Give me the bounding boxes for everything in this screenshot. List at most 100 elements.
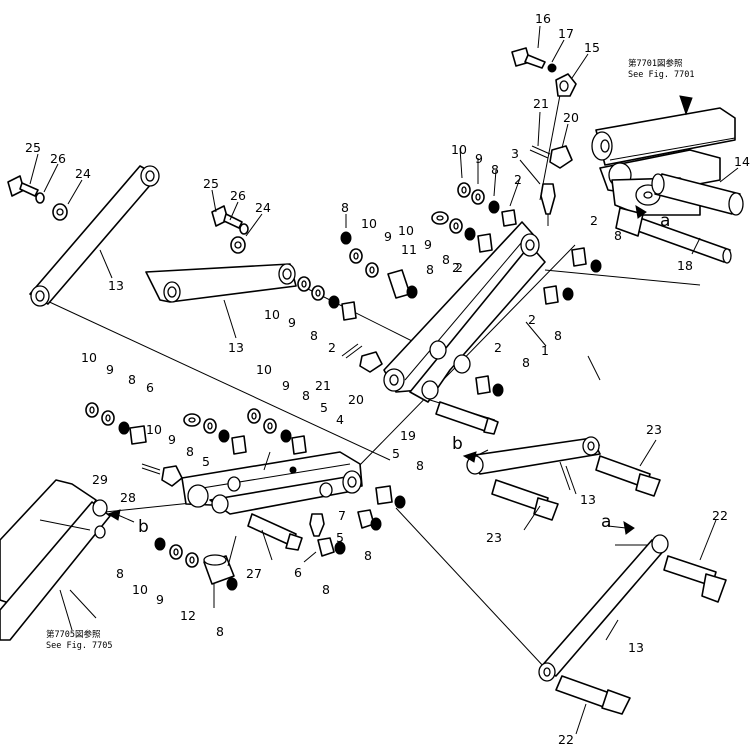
- callout-9-b: 9: [384, 229, 392, 244]
- callout-6-a: 6: [146, 380, 154, 395]
- callout-2-a: 2: [514, 172, 522, 187]
- link-1: [383, 221, 546, 403]
- callout-8-g: 8: [522, 355, 530, 370]
- bolt-16: [511, 47, 557, 73]
- callout-13-b: 13: [228, 340, 244, 355]
- callout-8-p: 8: [216, 624, 224, 639]
- grease-fitting-7: [309, 513, 325, 537]
- callout-8-i: 8: [128, 372, 136, 387]
- pin-14: [651, 173, 744, 216]
- letter-a-top: a: [660, 211, 670, 231]
- direction-arrows: [106, 95, 693, 535]
- callout-21-top: 21: [533, 96, 549, 111]
- callout-8-n: 8: [364, 548, 372, 563]
- callout-10-d: 10: [264, 307, 280, 322]
- bushing-12: [203, 554, 235, 585]
- link-13-middle: [145, 263, 297, 303]
- callout-20-mid: 20: [348, 392, 364, 407]
- callout-27: 27: [246, 566, 262, 581]
- callout-14: 14: [734, 154, 750, 169]
- letter-b-left: b: [138, 517, 149, 537]
- callout-2-e: 2: [328, 340, 336, 355]
- pin-22-lower: [555, 675, 631, 715]
- callout-25-a: 25: [25, 140, 41, 155]
- callout-8-e: 8: [554, 328, 562, 343]
- callout-22-b: 22: [558, 732, 574, 746]
- cotter-pin-29: [141, 463, 161, 475]
- callout-8-f: 8: [310, 328, 318, 343]
- ref-bottom-jp: 第7705図参照: [46, 629, 101, 640]
- boom-arm-lower: [0, 479, 111, 641]
- callout-26-b: 26: [230, 188, 246, 203]
- callout-10-a: 10: [451, 142, 467, 157]
- pin-23-lower: [491, 479, 559, 521]
- callout-numbers: 16 17 15 21 20 3 14 2 10 9 8 2 8 10 9 11…: [25, 11, 750, 746]
- pin-18: [615, 207, 732, 264]
- callout-10-e: 10: [81, 350, 97, 365]
- callout-9-f: 9: [282, 378, 290, 393]
- callout-2-g: 2: [452, 260, 460, 275]
- callout-20-top: 20: [563, 110, 579, 125]
- callout-2-b: 2: [590, 213, 598, 228]
- callout-10-b: 10: [361, 216, 377, 231]
- ref-top-en: See Fig. 7701: [628, 70, 695, 80]
- callout-6-b: 6: [294, 565, 302, 580]
- callout-10-g: 10: [146, 422, 162, 437]
- small-parts: [85, 182, 602, 591]
- callout-26-a: 26: [50, 151, 66, 166]
- leader-lines: [29, 25, 739, 735]
- callout-8-m: 8: [116, 566, 124, 581]
- callout-8-b: 8: [614, 228, 622, 243]
- callout-9-h: 9: [156, 592, 164, 607]
- bolt-25-middle: [211, 205, 249, 254]
- nut-20-top: [549, 145, 573, 169]
- callout-3: 3: [511, 146, 519, 161]
- bolt-25-left: [7, 175, 68, 221]
- callout-23-a: 23: [646, 422, 662, 437]
- nut-15: [555, 73, 577, 97]
- callout-29: 29: [92, 472, 108, 487]
- callout-10-f: 10: [256, 362, 272, 377]
- callout-9-a: 9: [475, 151, 483, 166]
- callout-5-c: 5: [392, 446, 400, 461]
- link-4: [181, 451, 363, 515]
- callout-11: 11: [401, 242, 417, 257]
- callout-8-l: 8: [416, 458, 424, 473]
- letter-a-bottom: a: [601, 512, 611, 532]
- callout-8-h: 8: [341, 200, 349, 215]
- callout-2-d: 2: [528, 312, 536, 327]
- link-13-upper-left: [29, 165, 160, 307]
- ref-bottom-en: See Fig. 7705: [46, 641, 113, 651]
- pin-19: [435, 401, 499, 435]
- callout-22-a: 22: [712, 508, 728, 523]
- pin-22-upper: [663, 555, 727, 603]
- callout-8-d: 8: [426, 262, 434, 277]
- callout-5-a: 5: [320, 400, 328, 415]
- callout-19: 19: [400, 428, 416, 443]
- callout-28: 28: [120, 490, 136, 505]
- callout-18: 18: [677, 258, 693, 273]
- link-13-bottom: [538, 534, 669, 682]
- grease-fitting-3: [540, 183, 556, 226]
- pin-23-upper: [595, 455, 661, 497]
- callout-24-a: 24: [75, 166, 91, 181]
- callout-13-a: 13: [108, 278, 124, 293]
- callout-2-c: 2: [455, 260, 463, 275]
- callout-23-b: 23: [486, 530, 502, 545]
- callout-5-b: 5: [202, 454, 210, 469]
- callout-25-b: 25: [203, 176, 219, 191]
- callout-5-d: 5: [336, 530, 344, 545]
- callout-8-k: 8: [186, 444, 194, 459]
- callout-2-f: 2: [494, 340, 502, 355]
- callout-13-d: 13: [628, 640, 644, 655]
- callout-8-a: 8: [491, 162, 499, 177]
- ref-top-jp: 第7701図参照: [628, 58, 683, 69]
- callout-9-d: 9: [288, 315, 296, 330]
- callout-8-o: 8: [322, 582, 330, 597]
- callout-9-g: 9: [168, 432, 176, 447]
- callout-10-c: 10: [398, 223, 414, 238]
- callout-24-b: 24: [255, 200, 271, 215]
- callout-4: 4: [336, 412, 344, 427]
- pin-27: [247, 513, 303, 551]
